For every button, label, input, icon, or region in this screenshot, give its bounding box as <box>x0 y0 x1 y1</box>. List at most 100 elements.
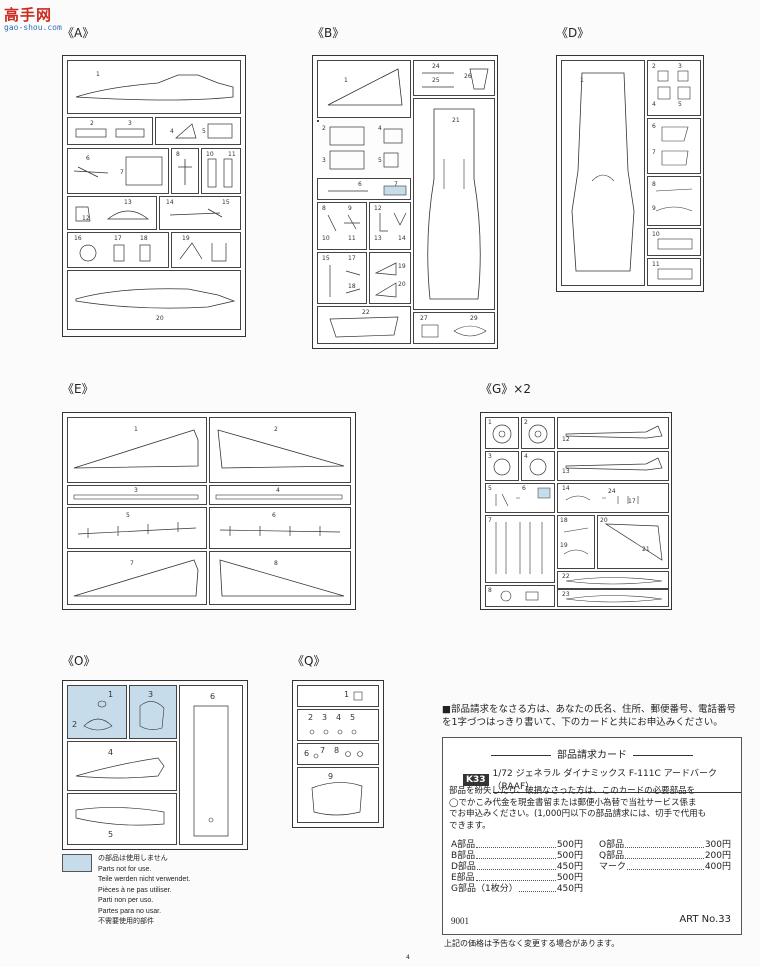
wing-upper-part <box>217 429 345 469</box>
gear-door-part <box>179 242 227 262</box>
part-number: 22 <box>562 573 570 580</box>
panel-part <box>75 128 145 138</box>
rod-part <box>329 265 361 297</box>
part-number: 7 <box>130 560 134 567</box>
part-number: 18 <box>560 517 568 524</box>
part-number: 16 <box>74 235 82 242</box>
price-row: G部品（1枚分）450円 <box>451 884 583 895</box>
price-name: Q部品 <box>599 851 625 861</box>
part-number: 6 <box>272 512 276 519</box>
gear-part <box>73 156 163 186</box>
part-number: 2 <box>72 720 78 729</box>
flap-part <box>73 494 199 500</box>
part-cell: 15 17 18 <box>317 252 367 304</box>
part-cell: 3 <box>67 485 207 505</box>
tank-part <box>565 595 663 603</box>
order-note-line: ■部品請求をなさる方は、あなたの氏名、住所、郵便番号、電話番号 <box>442 704 736 715</box>
sprue-q-label: 《Q》 <box>292 654 326 668</box>
part-number: 3 <box>678 63 682 70</box>
part-number: 13 <box>562 468 570 475</box>
part-cell: 6 7 <box>317 178 411 200</box>
unused-parts-swatch <box>62 854 92 872</box>
part-number: 3 <box>148 690 154 699</box>
part-number: 20 <box>156 315 164 322</box>
part-number: 20 <box>600 517 608 524</box>
part-number: 1 <box>488 419 492 426</box>
part-cell-unused: 1 2 <box>67 685 127 739</box>
sprue-e-label: 《E》 <box>62 382 94 396</box>
pylon-part <box>169 208 223 218</box>
part-number: 4 <box>652 101 656 108</box>
part-cell: 14 24 17 <box>557 483 669 513</box>
part-cell: 1 <box>67 417 207 483</box>
part-number: 17 <box>628 498 636 505</box>
part-number: 8 <box>488 587 492 594</box>
strut-part <box>495 522 543 574</box>
part-number: 4 <box>108 748 114 757</box>
part-cell: 20 <box>67 270 241 330</box>
card-body-line: でお申込みください。(1,000円以下の部品請求には、切手で代用も <box>449 809 707 819</box>
part-number: 1 <box>96 71 100 78</box>
part-cell: 8 9 10 11 <box>317 202 367 250</box>
part-number: 6 <box>358 181 362 188</box>
clear-part <box>353 691 363 701</box>
part-cell: 7 <box>485 515 555 583</box>
part-number: 8 <box>176 151 180 158</box>
part-number: 5 <box>378 157 382 164</box>
part-number: 6 <box>210 692 216 701</box>
part-number: 5 <box>108 830 114 839</box>
part-cell: 10 11 <box>201 148 241 194</box>
part-number: 23 <box>562 591 570 598</box>
part-cell: 13 <box>557 451 669 481</box>
price-value: 400円 <box>704 862 731 872</box>
part-cell: 8 9 <box>647 176 701 226</box>
part-number: 29 <box>470 315 478 322</box>
rod-part <box>328 185 407 196</box>
part-number: 6 <box>522 485 526 492</box>
sprue-o-frame: 1 2 3 6 4 5 <box>62 680 248 850</box>
part-cell: 2 3 4 5 <box>297 709 379 741</box>
part-cell: 2 3 4 5 <box>317 120 403 170</box>
part-cell: 22 <box>317 306 411 344</box>
part-number: 5 <box>488 485 492 492</box>
part-cell: 12 13 <box>67 196 157 230</box>
card-title-wrap: 部品請求カード <box>443 746 741 761</box>
seat-part <box>79 244 151 262</box>
part-cell: 4 <box>521 451 555 481</box>
part-number: 4 <box>170 128 174 135</box>
part-number: 20 <box>398 281 406 288</box>
part-number: 3 <box>322 157 326 164</box>
legend-line: Teile werden nicht verwendet. <box>98 876 191 883</box>
part-cell: 24 25 26 <box>413 60 495 96</box>
cockpit-floor-part <box>427 108 481 300</box>
tail-fin-part <box>327 68 403 106</box>
missile-part <box>565 457 663 471</box>
part-number: 7 <box>120 169 124 176</box>
part-number: 19 <box>398 263 406 270</box>
part-number: 1 <box>134 426 138 433</box>
part-number: 22 <box>362 309 370 316</box>
card-title: 部品請求カード <box>557 750 627 761</box>
part-number: 7 <box>488 517 492 524</box>
wing-lower-part <box>219 559 345 597</box>
part-cell: 8 <box>209 551 351 605</box>
pod-part <box>655 188 693 212</box>
legend-text: の部品は使用しません Parts not for use. Teile werd… <box>98 854 190 928</box>
sprue-d-label: 《D》 <box>556 26 590 40</box>
part-cell: 6 <box>209 507 351 549</box>
part-number: 3 <box>134 487 138 494</box>
part-number: 6 <box>86 155 90 162</box>
part-cell: 11 <box>647 258 701 286</box>
panel-part <box>329 126 403 170</box>
part-number: 10 <box>322 235 330 242</box>
part-cell: 8 <box>171 148 199 194</box>
flap-part <box>215 494 343 500</box>
part-number: 4 <box>378 125 382 132</box>
price-name: B部品 <box>451 851 476 861</box>
price-value: 450円 <box>556 862 583 872</box>
part-number: 7 <box>320 746 326 755</box>
